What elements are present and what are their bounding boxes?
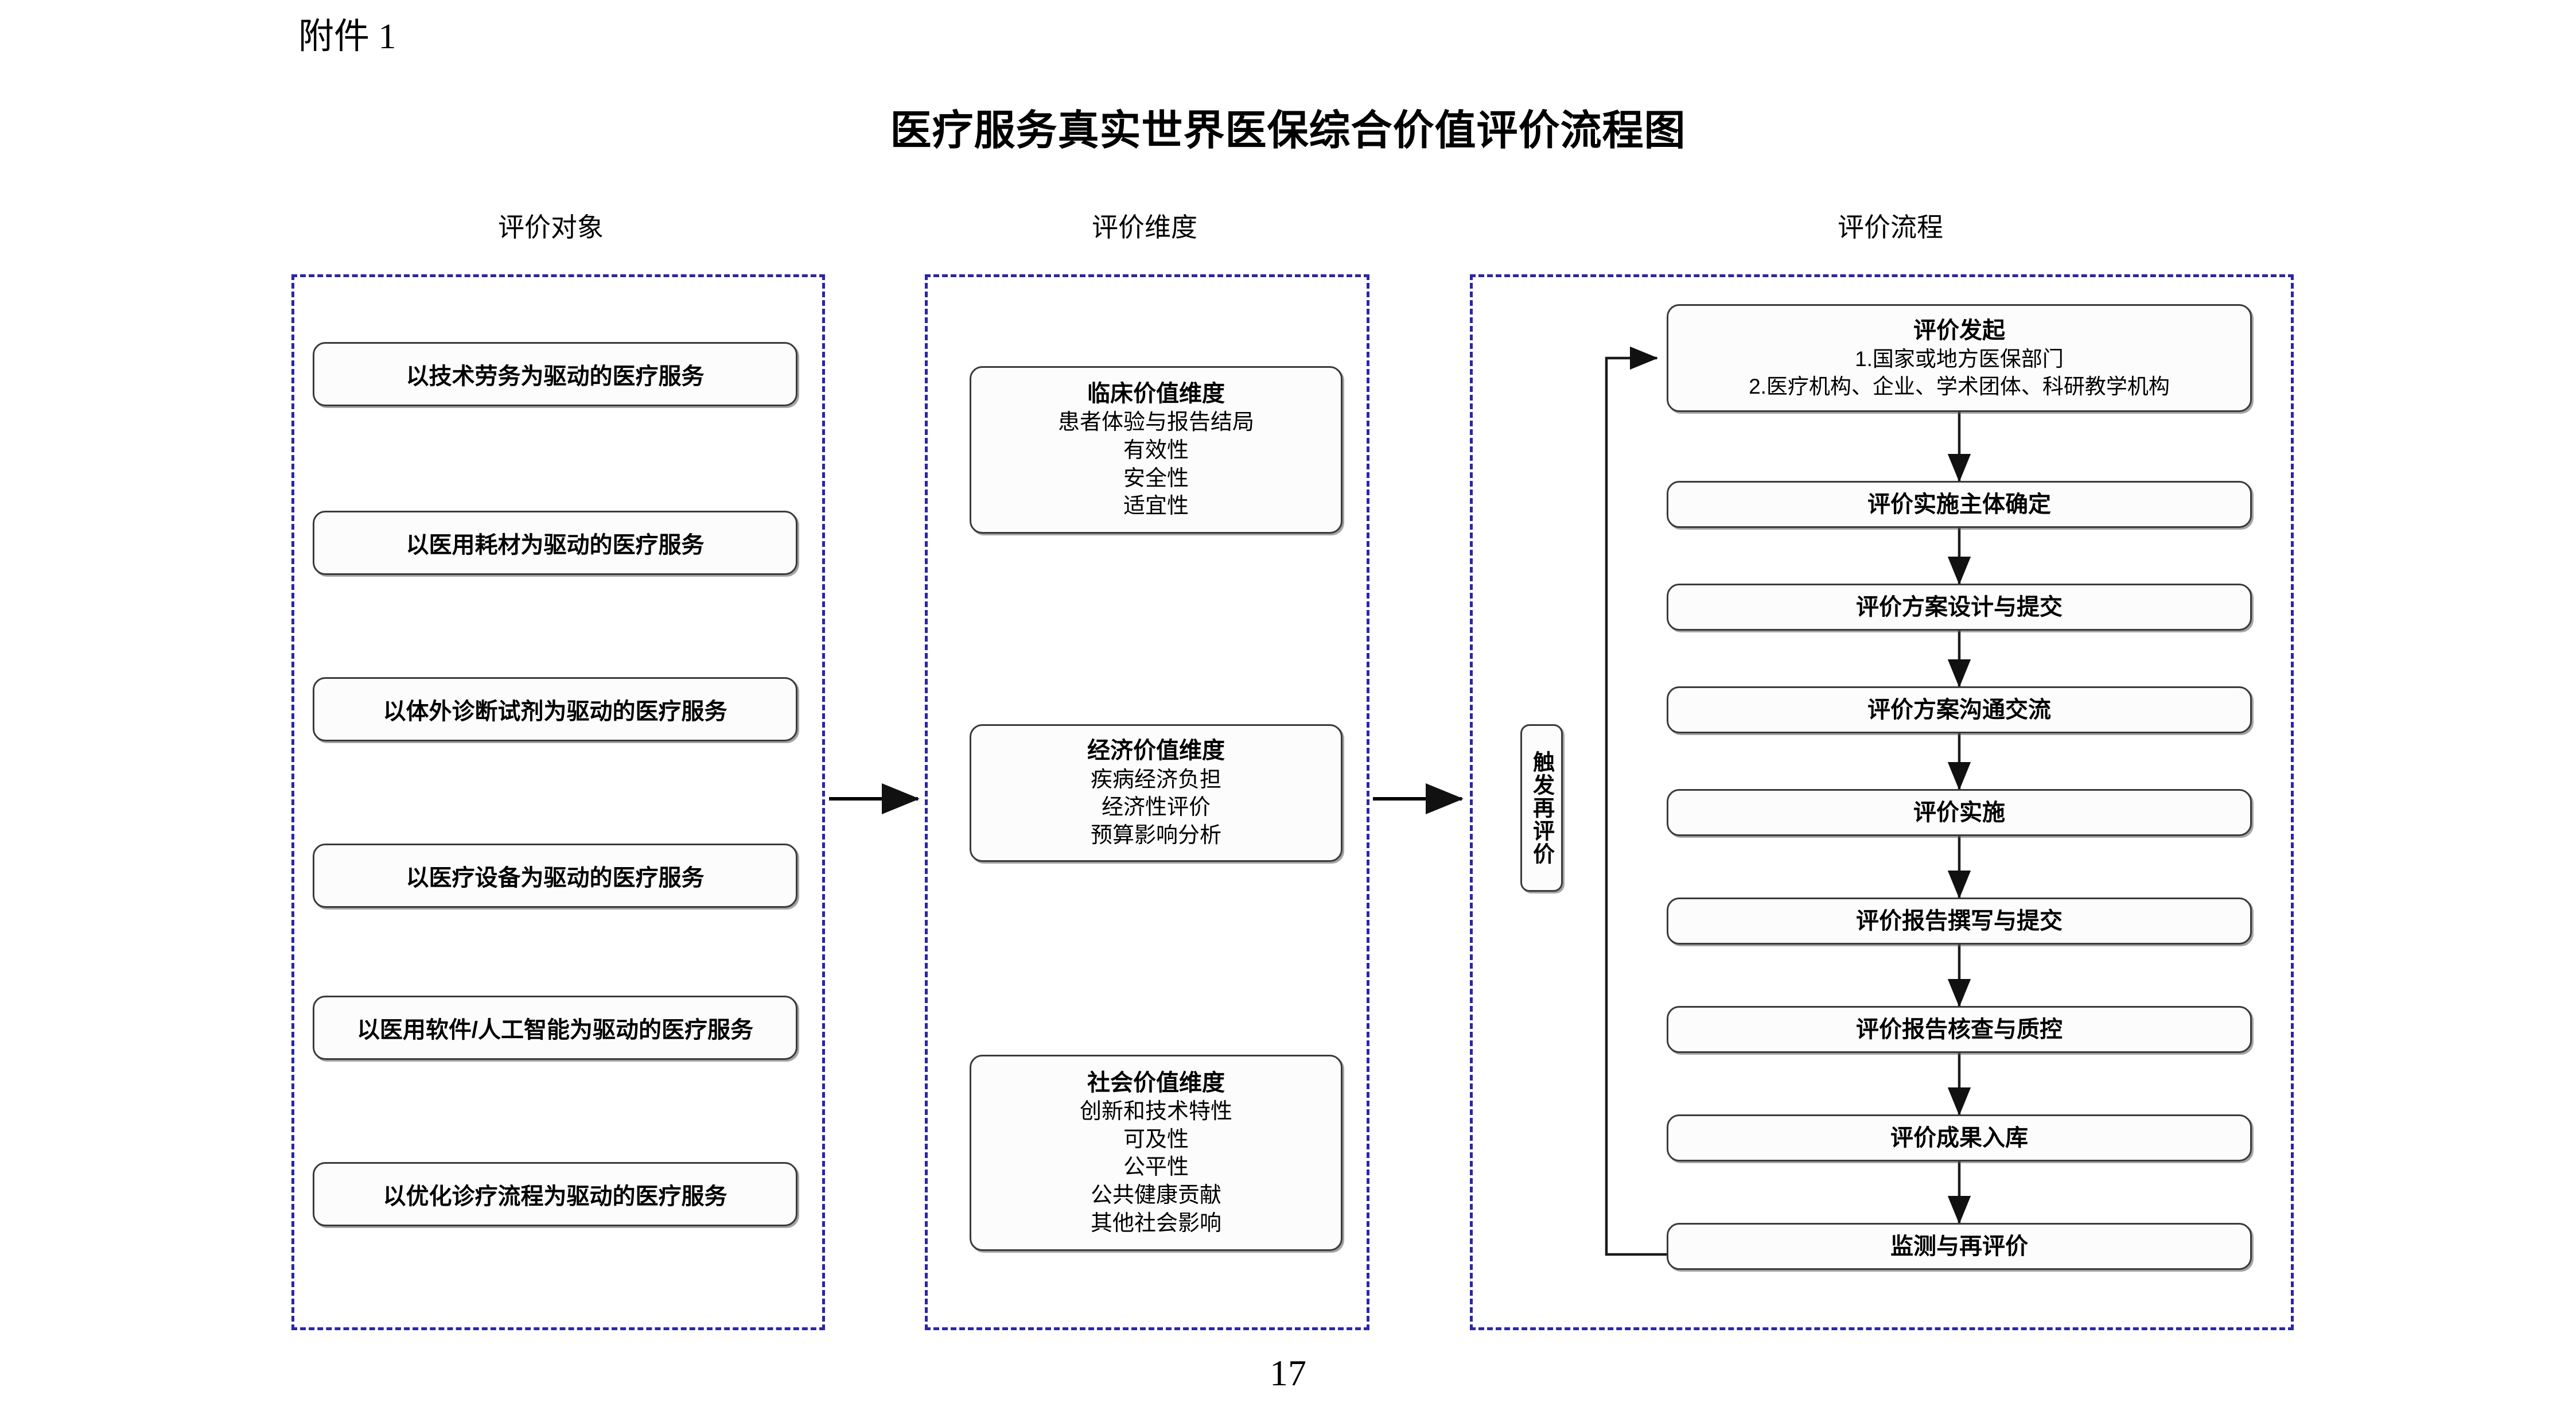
dimension-item: 有效性 [1123, 438, 1189, 463]
process-node-subitem: 1.国家或地方医保部门 [1855, 347, 2064, 371]
evaluation-object-node-4[interactable]: 以医疗设备为驱动的医疗服务 [313, 844, 797, 908]
column-header-evaluation-objects: 评价对象 [498, 212, 604, 242]
evaluation-object-node-1[interactable]: 以技术劳务为驱动的医疗服务 [313, 342, 797, 406]
dimension-node-social[interactable]: 社会价值维度 创新和技术特性 可及性 公平性 公共健康贡献 其他社会影响 [970, 1055, 1343, 1251]
column-header-evaluation-process: 评价流程 [1838, 212, 1943, 242]
dimension-item: 患者体验与报告结局 [1057, 410, 1254, 435]
evaluation-object-node-5[interactable]: 以医用软件/人工智能为驱动的医疗服务 [313, 996, 797, 1060]
process-node-7-report-verification-quality-control[interactable]: 评价报告核查与质控 [1667, 1006, 2252, 1053]
panel-evaluation-dimensions [925, 274, 1369, 1330]
dimension-item: 预算影响分析 [1090, 823, 1221, 848]
dimension-item: 适宜性 [1123, 494, 1189, 519]
dimension-item: 可及性 [1123, 1127, 1189, 1152]
evaluation-object-node-3[interactable]: 以体外诊断试剂为驱动的医疗服务 [313, 677, 797, 741]
process-node-2-entity-determination[interactable]: 评价实施主体确定 [1667, 481, 2252, 528]
dimension-node-clinical[interactable]: 临床价值维度 患者体验与报告结局 有效性 安全性 适宜性 [970, 366, 1343, 534]
process-node-4-plan-communication[interactable]: 评价方案沟通交流 [1667, 686, 2252, 733]
process-node-1-initiation[interactable]: 评价发起 1.国家或地方医保部门 2.医疗机构、企业、学术团体、科研教学机构 [1667, 304, 2252, 412]
dimension-item: 安全性 [1123, 466, 1189, 491]
page-title: 医疗服务真实世界医保综合价值评价流程图 [890, 108, 1686, 154]
process-node-6-report-writing-submission[interactable]: 评价报告撰写与提交 [1667, 898, 2252, 945]
dimension-item: 经济性评价 [1101, 795, 1211, 820]
process-node-title: 评价发起 [1913, 317, 2005, 343]
dimension-title: 临床价值维度 [1087, 381, 1225, 407]
process-node-3-plan-design-submission[interactable]: 评价方案设计与提交 [1667, 584, 2252, 631]
evaluation-object-node-2[interactable]: 以医用耗材为驱动的医疗服务 [313, 511, 797, 575]
dimension-item: 公共健康贡献 [1090, 1183, 1221, 1207]
attachment-label: 附件 1 [298, 17, 396, 56]
dimension-title: 社会价值维度 [1087, 1070, 1225, 1095]
dimension-item: 疾病经济负担 [1090, 767, 1221, 792]
process-node-9-monitoring-reevaluation[interactable]: 监测与再评价 [1667, 1223, 2252, 1270]
dimension-item: 公平性 [1123, 1155, 1189, 1180]
process-node-subitem: 2.医疗机构、企业、学术团体、科研教学机构 [1749, 375, 2170, 398]
page-number: 17 [1270, 1353, 1306, 1393]
dimension-node-economic[interactable]: 经济价值维度 疾病经济负担 经济性评价 预算影响分析 [970, 724, 1343, 862]
column-header-evaluation-dimensions: 评价维度 [1092, 212, 1197, 242]
process-node-5-implementation[interactable]: 评价实施 [1667, 789, 2252, 836]
panel-evaluation-process [1470, 274, 2294, 1330]
dimension-title: 经济价值维度 [1087, 738, 1225, 764]
dimension-item: 其他社会影响 [1090, 1211, 1221, 1235]
dimension-item: 创新和技术特性 [1079, 1099, 1232, 1124]
panel-evaluation-objects [291, 274, 825, 1330]
trigger-reevaluation-box[interactable]: 触发再评价 [1520, 724, 1563, 892]
evaluation-object-node-6[interactable]: 以优化诊疗流程为驱动的医疗服务 [313, 1162, 797, 1226]
process-node-8-results-archiving[interactable]: 评价成果入库 [1667, 1114, 2252, 1161]
